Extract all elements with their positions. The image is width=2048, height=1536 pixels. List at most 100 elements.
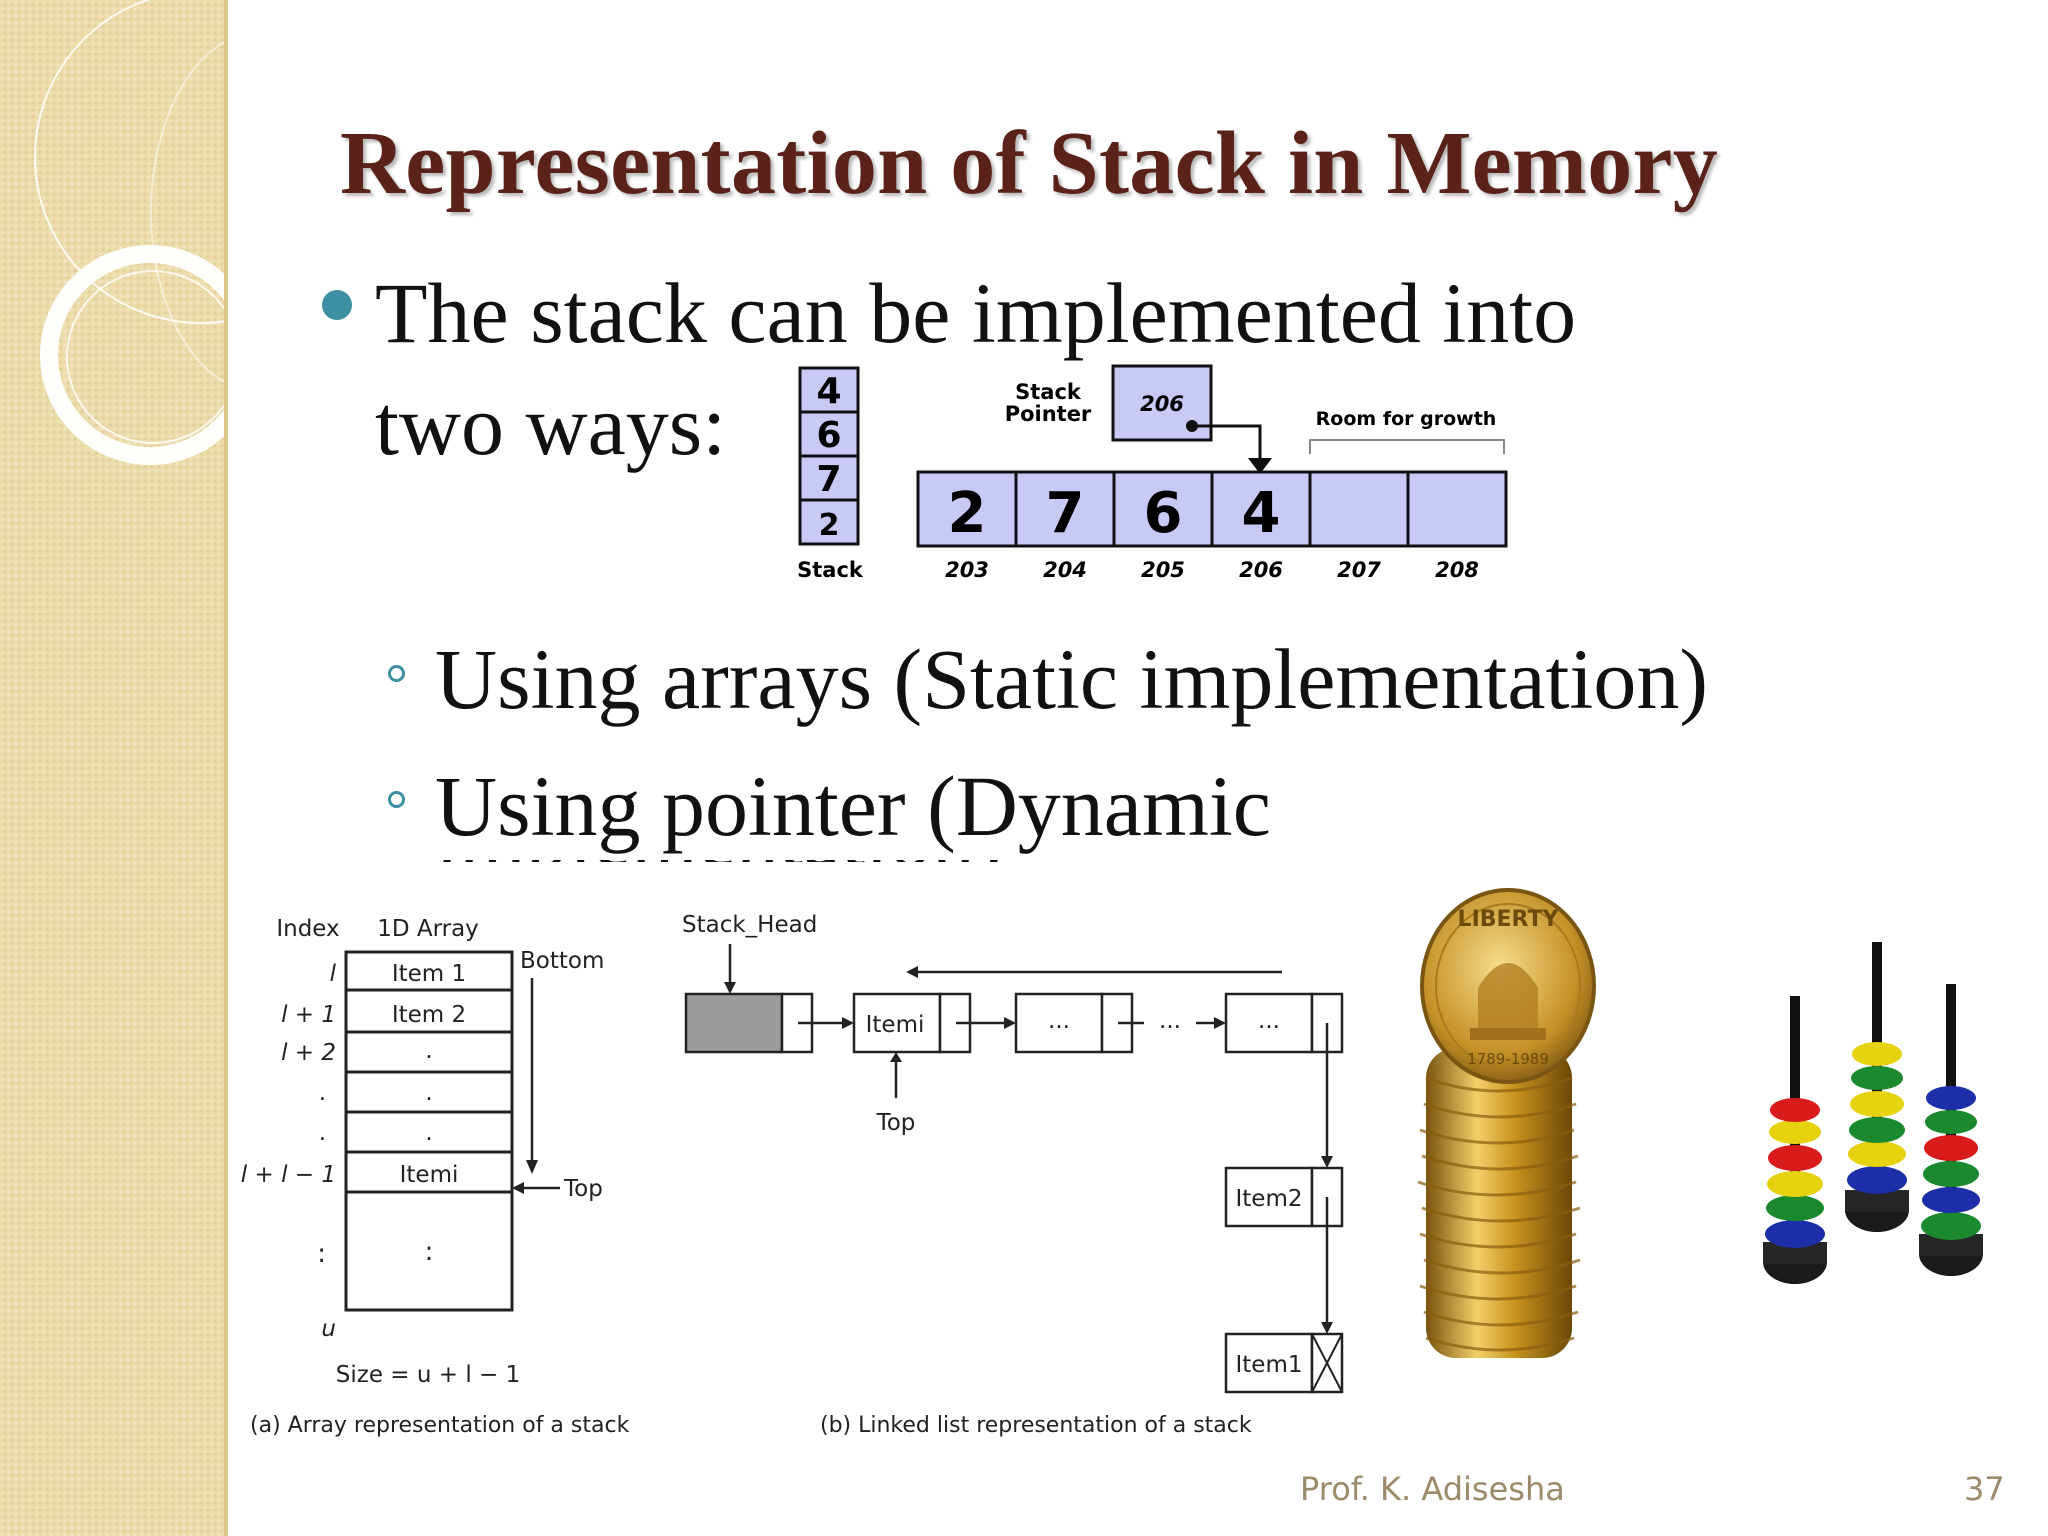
array-cell: . [425,1120,432,1146]
array-cell: Item 2 [392,1002,466,1028]
stack-pointer-label-1: Stack [1015,380,1082,404]
arrow-head [1321,1156,1333,1168]
stack-representation-diagrams: Index 1D Array Item 1 Item 2 . . . Itemi… [240,862,1400,1452]
capitol-dome [1478,963,1538,1028]
ellipsis-between-nodes: ... [1159,1008,1181,1034]
diagram-background [240,862,1400,1452]
stacking-rings-photo [1746,862,1996,1324]
linked-top-label: Top [876,1110,916,1136]
ring-green [1766,1195,1824,1221]
array-index-label: l [330,961,337,987]
node-ellipsis-label: ... [1258,1008,1280,1034]
array-index-label: . [319,1120,326,1146]
capitol-base [1470,1028,1546,1040]
array-column-header: 1D Array [377,916,479,942]
stack-pointer-label-2: Pointer [1005,402,1092,426]
arrow-head [512,1182,524,1194]
pointer-arrow-line [1192,424,1262,460]
array-index-label: : [317,1239,326,1269]
coin-legend: LIBERTY [1458,907,1560,932]
ring-yellow [1852,1042,1902,1066]
array-index-label: . [319,1080,326,1106]
arrow-head [906,966,918,978]
ring-yellow [1850,1091,1904,1117]
ring-red [1768,1145,1822,1171]
stack-head-node [684,992,784,1054]
sidebar-edge [224,0,228,1536]
array-diagram: Index 1D Array Item 1 Item 2 . . . Itemi… [241,916,630,1438]
array-top-label: Top [563,1176,603,1202]
array-index-header: Index [276,916,339,942]
memory-cell-value: 7 [1046,481,1085,546]
memory-address: 203 [945,558,989,582]
array-cell: Item 1 [392,961,466,987]
footer-author: Prof. K. Adisesha [1300,1470,1565,1508]
toy-stack-1 [1763,1098,1827,1284]
pointer-arrow-head [1248,458,1272,474]
vertical-stack-value: 2 [819,508,840,543]
ring-yellow [1769,1120,1821,1144]
vertical-stack-value: 7 [816,459,841,500]
arrow-head [842,1017,854,1029]
array-index-label: l + l − 1 [241,1162,336,1188]
array-cell: Itemi [400,1162,459,1188]
stack-memory-figure: 4 6 7 2 Stack Stack Pointer 206 Room for… [797,364,1508,582]
memory-address: 206 [1239,558,1283,582]
vertical-stack-cell [798,410,860,458]
toy-stack-2 [1845,1042,1909,1232]
array-index-label: l + 2 [281,1040,336,1066]
ring-green [1851,1066,1903,1090]
arrow-head [1004,1017,1016,1029]
linked-caption: (b) Linked list representation of a stac… [820,1413,1252,1438]
null-cross [1311,1333,1343,1393]
bullet-text-line2: two ways: [375,377,727,473]
vertical-stack-cell [798,366,860,414]
node-item1 [1224,1332,1314,1394]
decorative-sidebar [0,0,374,1536]
ring-green [1925,1110,1977,1134]
coin-stack-body [1426,1048,1572,1358]
ring-blue [1922,1187,1980,1213]
arrow-head [724,982,736,994]
stack-head-label: Stack_Head [682,912,817,938]
vertical-stack-value: 4 [816,371,841,412]
ring-blue [1847,1166,1907,1194]
room-for-growth-bracket [1309,439,1505,454]
memory-cell [1014,470,1116,548]
node-ellipsis [1014,992,1104,1054]
array-cell: . [425,1038,432,1064]
ring-yellow [1848,1141,1906,1167]
ring-red [1924,1135,1978,1161]
toy-stack-3 [1919,1086,1983,1276]
arrow-head [526,1160,538,1174]
sub-bullet-icon [388,791,405,808]
array-caption: (a) Array representation of a stack [250,1413,630,1438]
decorative-ring [66,270,240,444]
array-cell: : [425,1237,434,1267]
memory-cell-empty [1406,470,1508,548]
ring-green [1921,1212,1981,1240]
bullet-icon [322,290,352,320]
vertical-stack-value: 6 [816,415,841,456]
coin-layers [1417,1048,1581,1358]
node-ellipsis-label: ... [1048,1008,1070,1034]
array-frame [344,950,514,1312]
arrow-head [1214,1017,1226,1029]
vertical-stack: 4 6 7 2 Stack [797,366,864,582]
vertical-stack-label: Stack [797,558,864,582]
coin-rim [1435,903,1581,1069]
array-size-label: Size = u + l − 1 [336,1362,521,1388]
arrow-head [890,1052,902,1062]
memory-address: 205 [1141,558,1185,582]
ring-blue [1765,1220,1825,1248]
array-cell: . [425,1080,432,1106]
vertical-stack-cell [798,498,860,546]
coin-years: 1789-1989 [1467,1050,1549,1068]
page-number: 37 [1964,1470,2005,1508]
array-index-label: u [321,1316,336,1342]
memory-cell [1112,470,1214,548]
room-for-growth-label: Room for growth [1316,408,1497,430]
node-item2 [1224,1166,1314,1228]
memory-cells: 2 7 6 4 [916,470,1508,548]
array-index-label: l + 1 [281,1002,336,1028]
